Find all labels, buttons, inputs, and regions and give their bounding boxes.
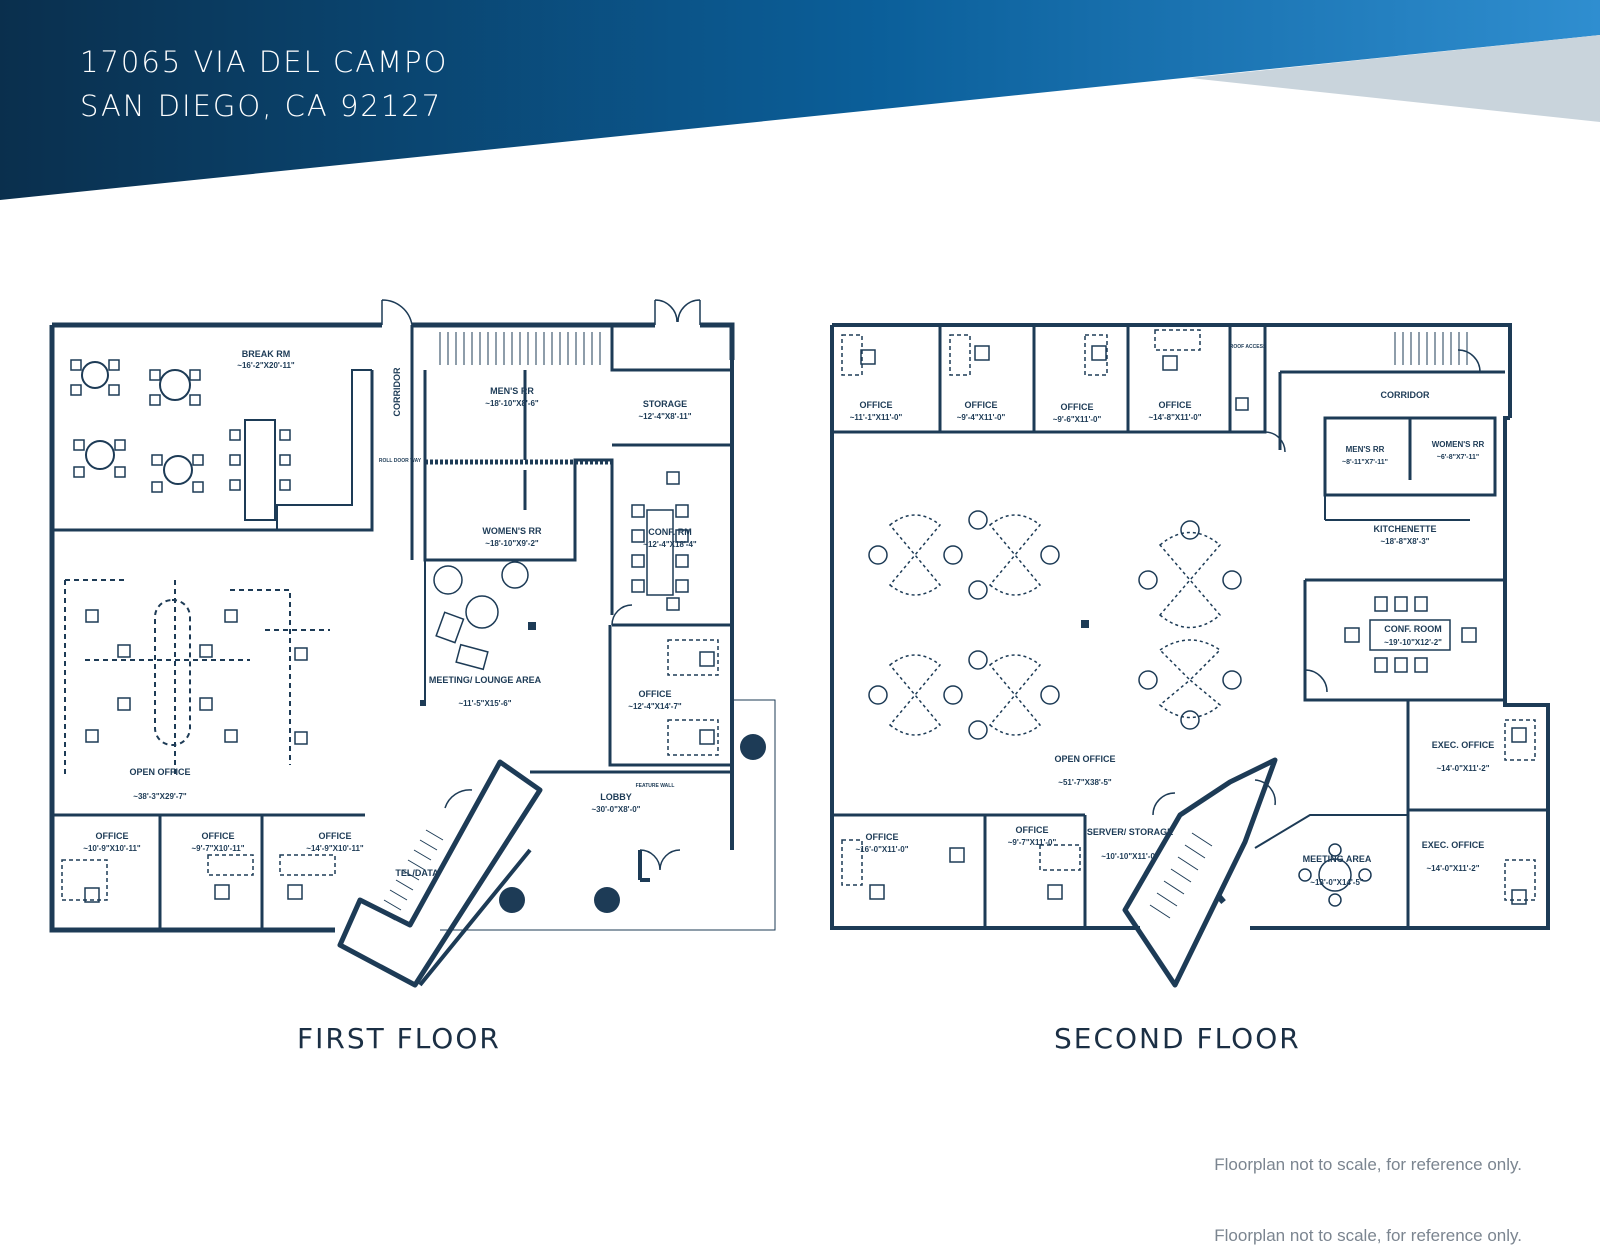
sf-office-3-label: OFFICE bbox=[1061, 402, 1094, 412]
feature-wall-label: FEATURE WALL bbox=[636, 783, 675, 789]
office-3-size: ~14'-9"X10'-11" bbox=[306, 844, 364, 853]
server-storage-size: ~10'-10"X11'-0" bbox=[1101, 852, 1159, 861]
lobby-label: LOBBY bbox=[600, 792, 632, 802]
storage-label: STORAGE bbox=[643, 399, 687, 409]
sf-open-office-label: OPEN OFFICE bbox=[1054, 754, 1115, 764]
address-line-2: SAN DIEGO, CA 92127 bbox=[80, 89, 443, 123]
meeting-lounge-label: MEETING/ LOUNGE AREA bbox=[429, 675, 542, 685]
open-office-label: OPEN OFFICE bbox=[129, 767, 190, 777]
storage-size: ~12'-4"X8'-11" bbox=[639, 412, 692, 421]
scale-note-duplicate: Floorplan not to scale, for reference on… bbox=[1214, 1226, 1522, 1245]
conf-rm-size: ~12'-4"X18'-4" bbox=[643, 540, 697, 549]
mens-rr-size: ~18'-10"X8'-6" bbox=[485, 399, 539, 408]
second-floor-plan bbox=[830, 323, 1550, 988]
address-line-1: 17065 VIA DEL CAMPO bbox=[80, 45, 449, 79]
sf-office-5-label: OFFICE bbox=[866, 832, 899, 842]
sf-mens-rr-label: MEN'S RR bbox=[1346, 445, 1385, 454]
office-1-size: ~10'-9"X10'-11" bbox=[83, 844, 141, 853]
sf-office-2-size: ~9'-4"X11'-0" bbox=[957, 413, 1006, 422]
sf-womens-rr-size: ~6'-8"X7'-11" bbox=[1437, 454, 1479, 461]
first-floor-columns bbox=[420, 622, 766, 913]
open-office-size: ~38'-3"X29'-7" bbox=[133, 792, 187, 801]
sf-office-4-size: ~14'-8"X11'-0" bbox=[1149, 413, 1202, 422]
break-room-label: BREAK RM bbox=[242, 349, 291, 359]
conf-rm-label: CONF. RM bbox=[648, 527, 692, 537]
sf-office-3-size: ~9'-6"X11'-0" bbox=[1053, 415, 1102, 424]
office-1-label: OFFICE bbox=[96, 831, 129, 841]
kitchenette-label: KITCHENETTE bbox=[1374, 524, 1437, 534]
office-2-label: OFFICE bbox=[202, 831, 235, 841]
exec-office-2-size: ~14'-0"X11'-2" bbox=[1427, 864, 1480, 873]
conf-room-size: ~19'-10"X12'-2" bbox=[1384, 638, 1442, 647]
sf-office-6-label: OFFICE bbox=[1016, 825, 1049, 835]
sf-mens-rr-size: ~8'-11"X7'-11" bbox=[1342, 459, 1388, 466]
meeting-lounge-size: ~11'-5"X15'-6" bbox=[459, 699, 512, 708]
exec-office-1-size: ~14'-0"X11'-2" bbox=[1437, 764, 1490, 773]
office-right-size: ~12'-4"X14'-7" bbox=[628, 702, 682, 711]
office-2-size: ~9'-7"X10'-11" bbox=[192, 844, 245, 853]
kitchenette-size: ~18'-8"X8'-3" bbox=[1381, 537, 1430, 546]
mens-rr-label: MEN'S RR bbox=[490, 386, 534, 396]
lobby-size: ~30'-0"X8'-0" bbox=[592, 805, 641, 814]
sf-office-1-label: OFFICE bbox=[860, 400, 893, 410]
first-floor-labels: BREAK RM ~16'-2"X20'-11" CORRIDOR MEN'S … bbox=[83, 349, 697, 878]
corridor-label: CORRIDOR bbox=[392, 367, 402, 416]
break-room-size: ~16'-2"X20'-11" bbox=[237, 361, 295, 370]
second-floor-labels: OFFICE ~11'-1"X11'-0" OFFICE ~9'-4"X11'-… bbox=[850, 344, 1495, 887]
sf-corridor-label: CORRIDOR bbox=[1381, 390, 1430, 400]
header-banner bbox=[0, 0, 1600, 200]
meeting-area-label: MEETING AREA bbox=[1303, 854, 1372, 864]
scale-note: Floorplan not to scale, for reference on… bbox=[1214, 1155, 1522, 1174]
roof-access-label: ROOF ACCESS bbox=[1230, 344, 1267, 350]
sf-open-office-size: ~51'-7"X38'-5" bbox=[1058, 778, 1112, 787]
sf-office-6-size: ~9'-7"X11'-0" bbox=[1008, 838, 1057, 847]
exec-office-1-label: EXEC. OFFICE bbox=[1432, 740, 1495, 750]
first-floor-title: FIRST FLOOR bbox=[297, 1022, 501, 1055]
first-floor-plan bbox=[49, 299, 776, 988]
office-right-label: OFFICE bbox=[639, 689, 672, 699]
second-floor-title: SECOND FLOOR bbox=[1054, 1022, 1301, 1055]
conf-room-label: CONF. ROOM bbox=[1384, 624, 1442, 634]
roll-door-label: ROLL DOOR WAY bbox=[379, 458, 422, 464]
sf-office-5-size: ~16'-0"X11'-0" bbox=[856, 845, 909, 854]
womens-rr-size: ~18'-10"X9'-2" bbox=[485, 539, 539, 548]
meeting-area-size: ~13'-0"X14'-5" bbox=[1310, 878, 1364, 887]
server-storage-label: SERVER/ STORAGE bbox=[1087, 827, 1173, 837]
second-floor-columns bbox=[1081, 620, 1226, 904]
sf-office-2-label: OFFICE bbox=[965, 400, 998, 410]
sf-office-1-size: ~11'-1"X11'-0" bbox=[850, 413, 903, 422]
exec-office-2-label: EXEC. OFFICE bbox=[1422, 840, 1485, 850]
sf-womens-rr-label: WOMEN'S RR bbox=[1432, 440, 1485, 449]
tel-data-label: TEL/DATA bbox=[395, 868, 439, 878]
office-3-label: OFFICE bbox=[319, 831, 352, 841]
womens-rr-label: WOMEN'S RR bbox=[482, 526, 542, 536]
sf-office-4-label: OFFICE bbox=[1159, 400, 1192, 410]
